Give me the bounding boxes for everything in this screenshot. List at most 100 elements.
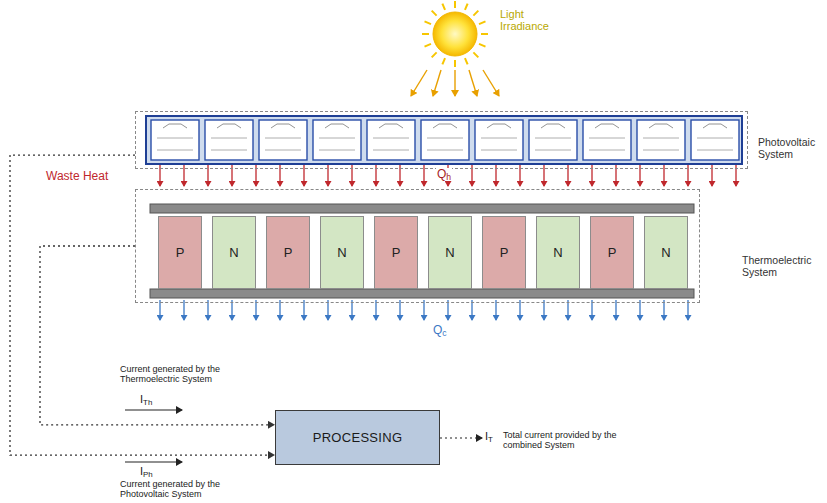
sun-ray [479, 44, 485, 47]
sun-ray [432, 52, 437, 57]
pv-cell [421, 120, 469, 160]
cold-arrows [160, 300, 688, 320]
n-leg: N [428, 216, 472, 289]
cell-junction [643, 150, 679, 151]
cell-junction [373, 150, 409, 151]
caption: Total current provided by the combined S… [503, 430, 618, 450]
output-arrow [440, 437, 482, 438]
system-label: Photovoltaic System [758, 136, 824, 160]
cell-junction [211, 138, 247, 139]
cold-arrow [303, 300, 304, 320]
cell-junction [481, 150, 517, 151]
cold-arrow [447, 300, 448, 320]
cell-junction [643, 138, 679, 139]
cold-arrow [471, 300, 472, 320]
pv-panel [146, 116, 742, 164]
waste-heat-label: Waste Heat [46, 170, 126, 183]
cell-junction [211, 150, 247, 151]
hot-plate [150, 204, 694, 213]
cell-junction [427, 150, 463, 151]
cold-arrow [423, 300, 424, 320]
pv-cell [313, 120, 361, 160]
current-label: IT [485, 430, 501, 442]
cold-arrow [591, 300, 592, 320]
cell-contact [271, 124, 295, 128]
heat-flux-label: Qh [436, 168, 452, 181]
cell-contact [487, 124, 511, 128]
pv-system-box: Photovoltaic System [135, 111, 748, 169]
cell-contact [379, 124, 403, 128]
leg-label: P [608, 245, 617, 260]
light-arrow [411, 70, 427, 96]
cold-arrow [663, 300, 664, 320]
current-label: IPh [140, 465, 153, 477]
cell-junction [481, 138, 517, 139]
pv-cell [475, 120, 523, 160]
sun-ray [473, 52, 478, 57]
leg-label: N [337, 245, 346, 260]
cell-contact [595, 124, 619, 128]
leg-label: N [661, 245, 670, 260]
leg-label: P [392, 245, 401, 260]
cold-arrow [687, 300, 688, 320]
cold-arrow [375, 300, 376, 320]
cold-arrow [231, 300, 232, 320]
cell-junction [157, 150, 193, 151]
cold-arrow [639, 300, 640, 320]
p-leg: P [266, 216, 310, 289]
heat-flux-label: Qc [433, 324, 453, 337]
light-arrow [483, 70, 499, 96]
p-leg: P [374, 216, 418, 289]
sun-ray [425, 21, 431, 24]
sun-ray [454, 60, 456, 67]
sun-ray [442, 4, 445, 10]
n-leg: N [644, 216, 688, 289]
processing-box: PROCESSING [275, 410, 440, 465]
sun-ray [473, 11, 478, 16]
pv-cell [583, 120, 631, 160]
cold-arrow [159, 300, 160, 320]
cell-junction [427, 138, 463, 139]
cold-arrow [543, 300, 544, 320]
p-leg: P [482, 216, 526, 289]
pv-cell [691, 120, 739, 160]
cell-junction [697, 150, 733, 151]
pv-cell [259, 120, 307, 160]
caption: Current generated by the Thermoelectric … [120, 364, 245, 384]
cold-arrow [399, 300, 400, 320]
cell-junction [535, 150, 571, 151]
cell-contact [217, 124, 241, 128]
leg-label: N [445, 245, 454, 260]
sun-ray [432, 11, 437, 16]
n-leg: N [536, 216, 580, 289]
system-label: Thermoelectric System [742, 254, 822, 278]
sun-ray [442, 58, 445, 64]
sun-ray [481, 33, 488, 35]
cold-arrow [615, 300, 616, 320]
cell-contact [703, 124, 727, 128]
caption: Current generated by the Photovoltaic Sy… [120, 479, 245, 499]
cell-junction [373, 138, 409, 139]
current-label: ITh [140, 393, 152, 405]
cell-junction [589, 138, 625, 139]
leg-label: N [553, 245, 562, 260]
cold-plate [150, 289, 694, 298]
light-arrow [469, 70, 477, 96]
pv-cell [637, 120, 685, 160]
leg-label: P [284, 245, 293, 260]
signal-line [10, 155, 275, 455]
sun-ray [422, 33, 429, 35]
current-arrow [125, 409, 182, 410]
p-leg: P [158, 216, 202, 289]
light-arrow [454, 70, 455, 96]
cell-junction [535, 138, 571, 139]
cold-arrow [279, 300, 280, 320]
pv-cell [151, 120, 199, 160]
cell-junction [319, 150, 355, 151]
cold-arrow [255, 300, 256, 320]
cell-contact [541, 124, 565, 128]
cold-arrow [351, 300, 352, 320]
cold-arrow [183, 300, 184, 320]
cold-arrow [327, 300, 328, 320]
pv-cells [151, 120, 739, 160]
